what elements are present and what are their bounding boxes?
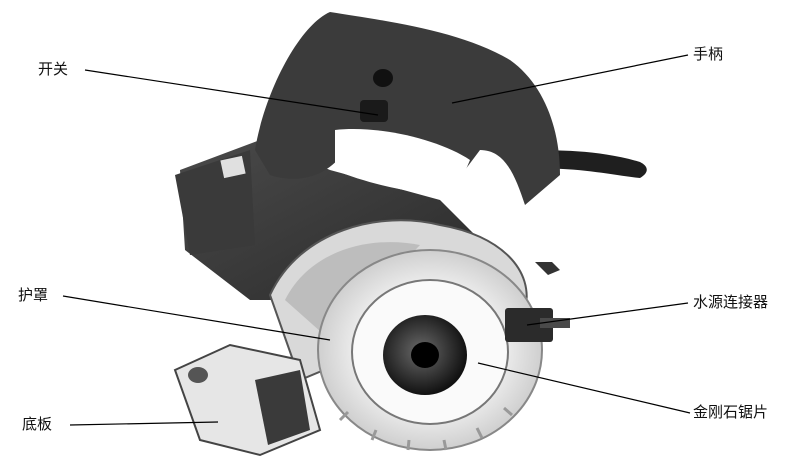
handle-opening [335, 129, 470, 195]
label-water-connector: 水源连接器 [693, 293, 769, 311]
leader-guard [62, 295, 331, 341]
base-adjust-knob [188, 367, 208, 383]
blade-segments [338, 406, 513, 451]
leader-base-plate [69, 421, 219, 426]
label-handle: 手柄 [693, 45, 724, 63]
leader-switch [84, 69, 379, 116]
base-plate-bracket [255, 370, 310, 445]
label-guard: 护罩 [18, 286, 49, 304]
leader-diamond-blade [477, 362, 691, 414]
switch-button [373, 69, 393, 87]
switch-trigger [360, 100, 388, 122]
label-base-plate: 底板 [22, 415, 53, 433]
label-diamond-blade: 金刚石锯片 [693, 403, 769, 421]
warning-sticker [220, 155, 246, 179]
leader-water-connector [526, 302, 689, 326]
label-switch: 开关 [38, 60, 69, 78]
handle-body [255, 12, 560, 205]
leader-lines [62, 54, 691, 426]
blade-arbor-nut [411, 342, 439, 368]
leader-handle [451, 54, 689, 104]
housing-front [175, 150, 255, 255]
